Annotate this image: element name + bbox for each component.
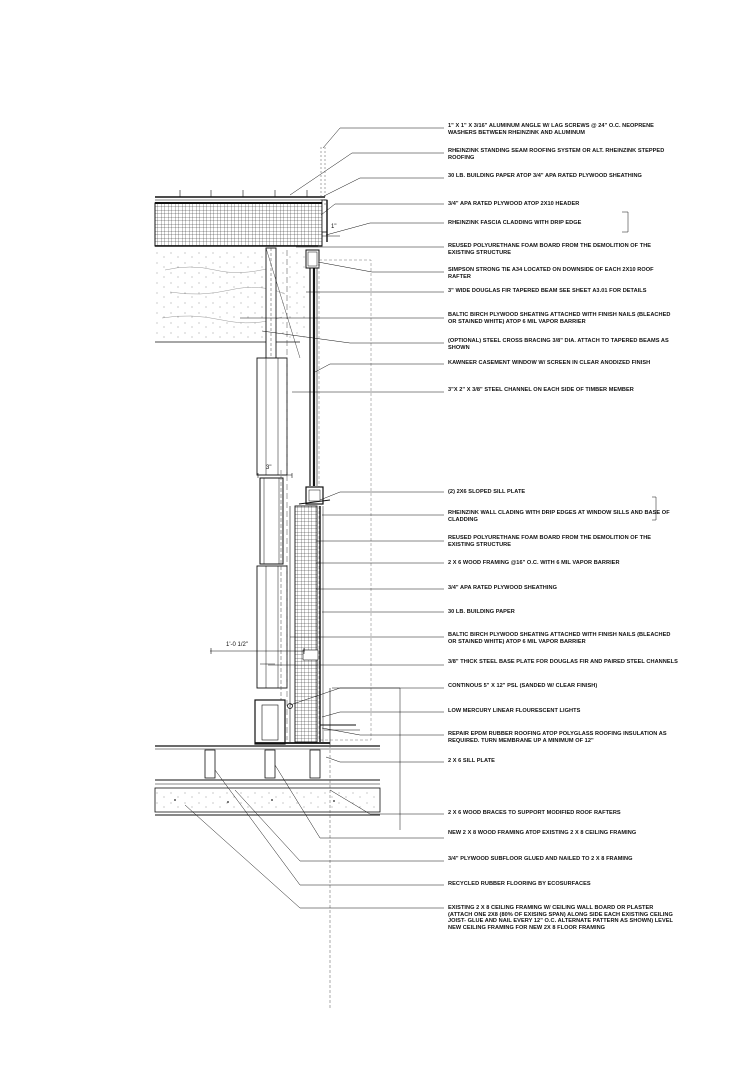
leader-lines xyxy=(184,127,657,909)
note-epdm-roofing: REPAIR EPDM RUBBER ROOFING ATOP POLYGLAS… xyxy=(448,731,667,744)
dimensions xyxy=(210,235,340,665)
note-fascia-cladding: RHEINZINK FASCIA CLADDING WITH DRIP EDGE xyxy=(448,220,582,226)
floor-assembly xyxy=(154,687,401,1010)
note-wall-cladding: RHEINZINK WALL CLADING WITH DRIP EDGES A… xyxy=(448,510,670,523)
note-building-paper-wall: 30 LB. BUILDING PAPER xyxy=(448,609,515,615)
note-sill-plate-sloped: (2) 2X6 SLOPED SILL PLATE xyxy=(448,489,526,495)
note-psl: CONTINOUS 5" X 12" PSL (SANDED W/ CLEAR … xyxy=(448,683,598,689)
note-fluorescent-lights: LOW MERCURY LINEAR FLOURESCENT LIGHTS xyxy=(448,708,581,714)
dimension-beam-width: 3" xyxy=(266,465,272,471)
note-steel-channel: 3"X 2" X 3/8" STEEL CHANNEL ON EACH SIDE… xyxy=(448,387,634,393)
note-tapered-beam: 3" WIDE DOUGLAS FIR TAPERED BEAM SEE SHE… xyxy=(448,288,647,294)
note-wood-framing: 2 X 6 WOOD FRAMING @16" O.C. WITH 6 MIL … xyxy=(448,560,620,566)
note-existing-ceiling: EXISTING 2 X 8 CEILING FRAMING W/ CEILIN… xyxy=(448,905,673,931)
note-steel-base-plate: 3/8" THICK STEEL BASE PLATE FOR DOUGLAS … xyxy=(448,659,678,665)
note-standing-seam: RHEINZINK STANDING SEAM ROOFING SYSTEM O… xyxy=(448,148,665,161)
note-baltic-birch-lower: BALTIC BIRCH PLYWOOD SHEATING ATTACHED W… xyxy=(448,632,671,645)
note-building-paper-roof: 30 LB. BUILDING PAPER ATOP 3/4" APA RATE… xyxy=(448,173,642,179)
dimension-fascia: 1" xyxy=(331,224,337,230)
sill-and-wall xyxy=(254,486,360,745)
note-simpson-tie: SIMPSON STRONG TIE A34 LOCATED ON DOWNSI… xyxy=(448,267,654,280)
note-aluminum-angle: 1" X 1" X 3/16" ALUMINUM ANGLE W/ LAG SC… xyxy=(448,123,654,136)
note-sill-plate: 2 X 6 SILL PLATE xyxy=(448,758,495,764)
window-assembly xyxy=(256,250,318,740)
note-plywood-sheathing: 3/4" APA RATED PLYWOOD SHEATHING xyxy=(448,585,557,591)
dimension-base: 1'-0 1/2" xyxy=(226,642,248,648)
note-baltic-birch-upper: BALTIC BIRCH PLYWOOD SHEATING ATTACHED W… xyxy=(448,312,671,325)
note-foam-board-wall: REUSED POLYURETHANE FOAM BOARD FROM THE … xyxy=(448,535,652,548)
note-kawneer-window: KAWNEER CASEMENT WINDOW W/ SCREEN IN CLE… xyxy=(448,360,651,366)
note-rubber-flooring: RECYCLED RUBBER FLOORING BY ECOSURFACES xyxy=(448,881,591,887)
note-new-framing: NEW 2 X 8 WOOD FRAMING ATOP EXISTING 2 X… xyxy=(448,830,637,836)
roof-assembly xyxy=(154,147,372,741)
note-cross-bracing: (OPTIONAL) STEEL CROSS BRACING 3/8" DIA.… xyxy=(448,338,669,351)
note-subfloor: 3/4" PLYWOOD SUBFLOOR GLUED AND NAILED T… xyxy=(448,856,633,862)
note-wood-braces: 2 X 6 WOOD BRACES TO SUPPORT MODIFIED RO… xyxy=(448,810,621,816)
note-plywood-header: 3/4" APA RATED PLYWOOD ATOP 2X10 HEADER xyxy=(448,201,580,207)
note-foam-board-roof: REUSED POLYURETHANE FOAM BOARD FROM THE … xyxy=(448,243,652,256)
